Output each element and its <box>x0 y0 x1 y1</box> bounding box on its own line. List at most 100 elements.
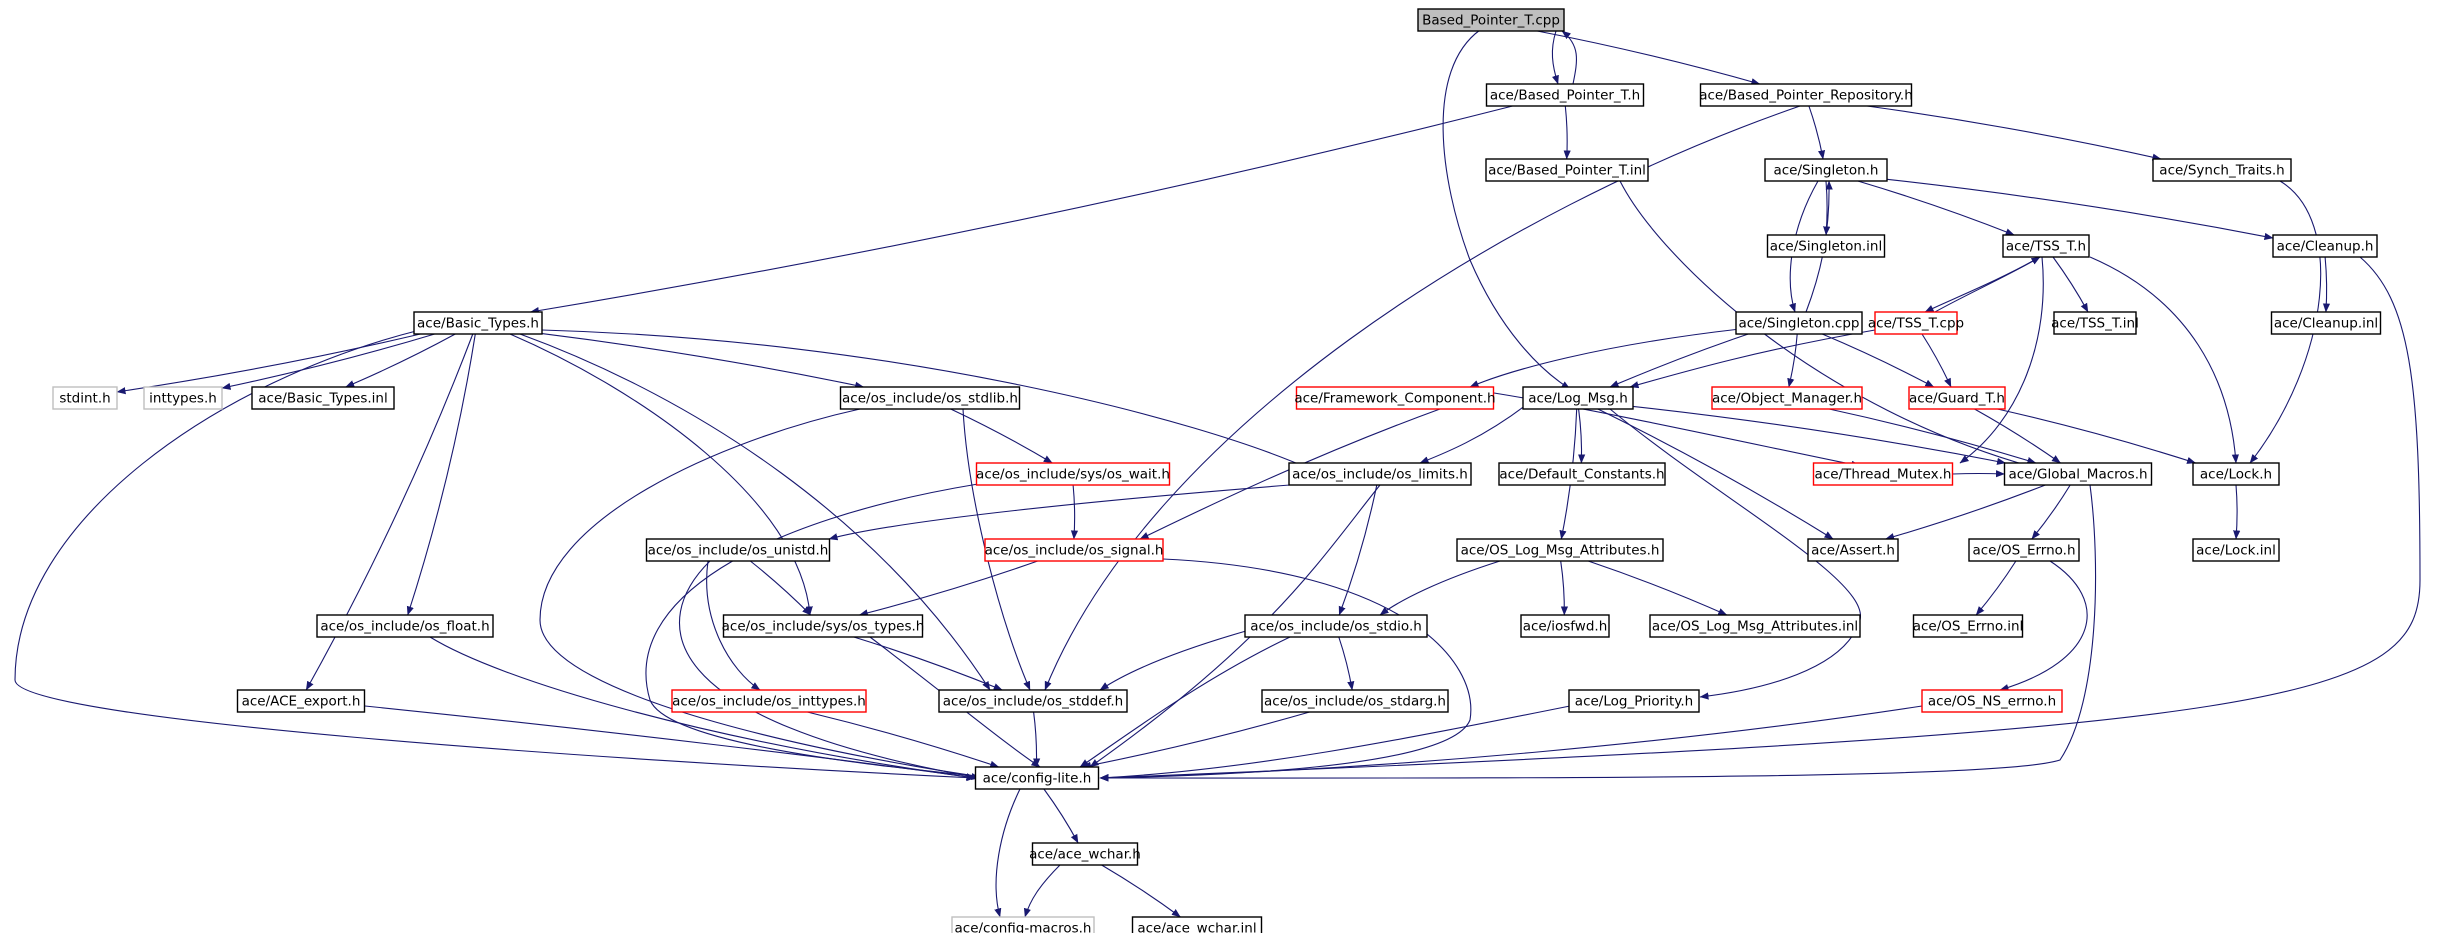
node-basic[interactable]: ace/Basic_Types.h <box>413 311 543 335</box>
node-mutex[interactable]: ace/Thread_Mutex.h <box>1812 462 1954 486</box>
node-oslogattr[interactable]: ace/OS_Log_Msg_Attributes.h <box>1456 538 1664 562</box>
node-defconst[interactable]: ace/Default_Constants.h <box>1498 462 1666 486</box>
node-objmgr[interactable]: ace/Object_Manager.h <box>1711 386 1863 410</box>
node-label-limits: ace/os_include/os_limits.h <box>1292 467 1468 483</box>
edge-bpth-to-root <box>1561 30 1578 85</box>
node-stdlib[interactable]: ace/os_include/os_stdlib.h <box>839 386 1021 410</box>
node-stdio[interactable]: ace/os_include/os_stdio.h <box>1244 614 1428 638</box>
node-oswait[interactable]: ace/os_include/sys/os_wait.h <box>975 462 1171 486</box>
node-box-acewchar <box>1031 842 1139 866</box>
node-box-configlite <box>974 766 1100 790</box>
node-label-bprep: ace/Based_Pointer_Repository.h <box>1699 88 1913 104</box>
node-oserrnoinl[interactable]: ace/OS_Errno.inl <box>1913 614 2024 638</box>
node-stdarg[interactable]: ace/os_include/os_stdarg.h <box>1261 689 1449 713</box>
edge-logmsg-to-defconst <box>1578 408 1586 464</box>
edge-aceexport-to-configlite <box>364 705 976 781</box>
node-box-oslogattrinl <box>1649 614 1861 638</box>
node-box-bpth <box>1485 83 1645 107</box>
node-assert[interactable]: ace/Assert.h <box>1807 538 1899 562</box>
node-singcpp[interactable]: ace/Singleton.cpp <box>1735 311 1863 335</box>
node-label-defconst: ace/Default_Constants.h <box>1499 467 1664 483</box>
edge-oslogattr-to-oslogattrinl <box>1588 560 1728 616</box>
edge-synch-to-lockh <box>2249 180 2322 464</box>
node-osfloat[interactable]: ace/os_include/os_float.h <box>316 614 494 638</box>
node-label-logmsg: ace/Log_Msg.h <box>1528 391 1628 407</box>
node-systypes[interactable]: ace/os_include/sys/os_types.h <box>722 614 925 638</box>
edge-guard-to-lockh <box>1997 408 2197 464</box>
node-bpth[interactable]: ace/Based_Pointer_T.h <box>1485 83 1645 107</box>
node-box-aceexport <box>236 689 366 713</box>
node-box-unistd <box>645 538 831 562</box>
node-acewchar[interactable]: ace/ace_wchar.h <box>1029 842 1141 866</box>
node-signal[interactable]: ace/os_include/os_signal.h <box>984 538 1164 562</box>
node-box-iosfwd <box>1520 614 1610 638</box>
edge-singcpp-to-objmgr <box>1787 333 1798 388</box>
node-logmsg[interactable]: ace/Log_Msg.h <box>1522 386 1634 410</box>
edge-signal-to-systypes <box>858 560 1038 617</box>
node-singh[interactable]: ace/Singleton.h <box>1764 158 1888 182</box>
node-singinl[interactable]: ace/Singleton.inl <box>1766 234 1886 258</box>
edge-root-to-bpth <box>1551 30 1559 85</box>
edge-stdlib-to-oswait <box>950 408 1053 464</box>
node-label-tsscpp: ace/TSS_T.cpp <box>1868 316 1964 332</box>
node-logprio[interactable]: ace/Log_Priority.h <box>1568 689 1700 713</box>
node-globmac[interactable]: ace/Global_Macros.h <box>2003 462 2153 486</box>
node-iosfwd[interactable]: ace/iosfwd.h <box>1520 614 1610 638</box>
edge-cleanh-to-cleaninl <box>2322 256 2331 313</box>
node-cleaninl[interactable]: ace/Cleanup.inl <box>2270 311 2382 335</box>
node-osnserrno[interactable]: ace/OS_NS_errno.h <box>1921 689 2063 713</box>
node-lockinl[interactable]: ace/Lock.inl <box>2192 538 2280 562</box>
edge-basic-to-inttypes <box>221 333 435 390</box>
edge-basic-to-limits <box>541 329 1311 470</box>
node-label-bpth: ace/Based_Pointer_T.h <box>1490 88 1640 104</box>
node-root[interactable]: Based_Pointer_T.cpp <box>1417 8 1565 32</box>
node-bptinl[interactable]: ace/Based_Pointer_T.inl <box>1485 158 1649 182</box>
node-tssinl[interactable]: ace/TSS_T.inl <box>2051 311 2139 335</box>
node-basicinl[interactable]: ace/Basic_Types.inl <box>251 386 395 410</box>
edge-lockh-to-lockinl <box>2233 484 2241 540</box>
node-tsscpp[interactable]: ace/TSS_T.cpp <box>1868 311 1964 335</box>
node-box-tsscpp <box>1874 311 1958 335</box>
node-label-configmacros: ace/config-macros.h <box>955 921 1092 933</box>
node-box-assert <box>1807 538 1899 562</box>
node-osinttypes[interactable]: ace/os_include/os_inttypes.h <box>671 689 867 713</box>
node-tssh[interactable]: ace/TSS_T.h <box>2002 234 2090 258</box>
node-unistd[interactable]: ace/os_include/os_unistd.h <box>645 538 831 562</box>
node-label-stdint: stdint.h <box>59 391 110 407</box>
node-configlite[interactable]: ace/config-lite.h <box>974 766 1100 790</box>
node-label-stdlib: ace/os_include/os_stdlib.h <box>842 391 1018 407</box>
edge-oserrno-to-oserrnoinl <box>1975 560 2017 616</box>
node-box-signal <box>984 538 1164 562</box>
edge-stdlib-to-configlite <box>539 408 991 781</box>
node-oslogattrinl[interactable]: ace/OS_Log_Msg_Attributes.inl <box>1649 614 1861 638</box>
edge-root-to-logmsg <box>1442 29 1571 390</box>
node-box-objmgr <box>1711 386 1863 410</box>
node-acewcharinl[interactable]: ace/ace_wchar.inl <box>1131 916 1263 933</box>
node-label-cleaninl: ace/Cleanup.inl <box>2274 316 2378 332</box>
node-label-framework: ace/Framework_Component.h <box>1294 391 1495 407</box>
edge-tssh-to-mutex <box>1959 256 2044 464</box>
node-label-objmgr: ace/Object_Manager.h <box>1712 391 1862 407</box>
node-box-cleanh <box>2272 234 2378 258</box>
node-label-root: Based_Pointer_T.cpp <box>1422 13 1560 29</box>
node-framework[interactable]: ace/Framework_Component.h <box>1294 386 1496 410</box>
node-aceexport[interactable]: ace/ACE_export.h <box>236 689 366 713</box>
edge-bprep-to-singh <box>1808 105 1826 160</box>
edge-tsscpp-to-guard <box>1921 333 1952 388</box>
edge-basic-to-basicinl <box>345 333 456 388</box>
edge-singh-to-tssh <box>1857 180 2015 236</box>
node-box-singcpp <box>1735 311 1863 335</box>
node-cleanh[interactable]: ace/Cleanup.h <box>2272 234 2378 258</box>
node-lockh[interactable]: ace/Lock.h <box>2192 462 2280 486</box>
node-oserrno[interactable]: ace/OS_Errno.h <box>1968 538 2080 562</box>
node-box-bptinl <box>1485 158 1649 182</box>
node-box-stdlib <box>839 386 1021 410</box>
node-synch[interactable]: ace/Synch_Traits.h <box>2152 158 2292 182</box>
node-guard[interactable]: ace/Guard_T.h <box>1908 386 2006 410</box>
node-stddef[interactable]: ace/os_include/os_stddef.h <box>938 689 1128 713</box>
node-bprep[interactable]: ace/Based_Pointer_Repository.h <box>1699 83 1913 107</box>
node-limits[interactable]: ace/os_include/os_limits.h <box>1288 462 1472 486</box>
edge-limits-to-unistd <box>828 484 1291 541</box>
edge-oserrno-to-osnserrno <box>1999 560 2088 691</box>
node-box-synch <box>2152 158 2292 182</box>
